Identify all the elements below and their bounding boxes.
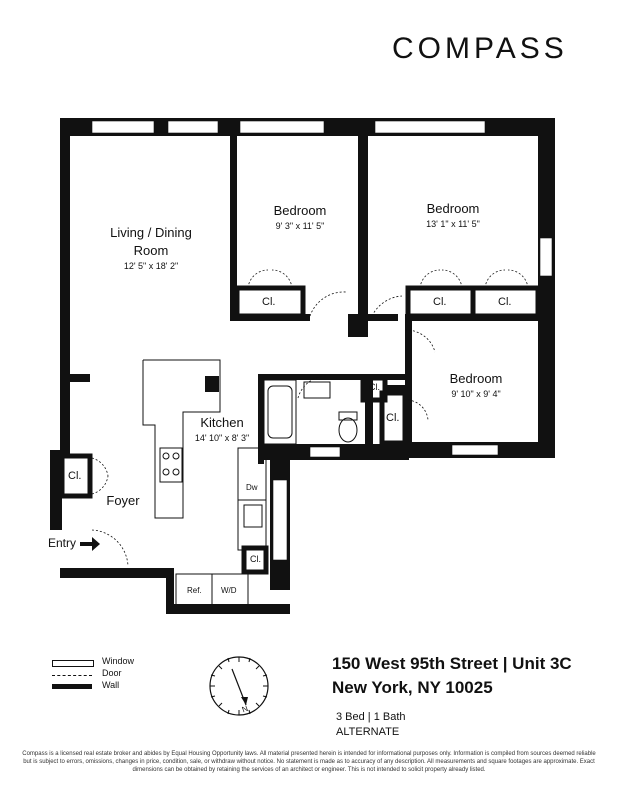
legend-door-swatch: [52, 675, 92, 676]
address-line-2: New York, NY 10025: [332, 678, 493, 697]
compass-logo: COMPASS: [392, 26, 592, 66]
room-bedroom-1-dims: 9' 3" x 11' 5": [275, 221, 325, 231]
north-arrow-icon: N: [208, 655, 270, 717]
room-bedroom-3-name: Bedroom: [449, 371, 503, 386]
room-living-dining: Living / Dining Room 12' 5" x 18' 2": [96, 224, 206, 273]
room-foyer: Foyer: [98, 492, 148, 510]
closet-label: Cl.: [433, 296, 447, 308]
room-living-name-line1: Living / Dining: [110, 225, 192, 240]
closet-label: Cl.: [262, 296, 276, 308]
room-bedroom-3: Bedroom 9' 10" x 9' 4": [426, 370, 526, 401]
legend-window-label: Window: [102, 656, 135, 666]
room-bedroom-1-name: Bedroom: [273, 203, 327, 218]
compass-logo-text: COMPASS: [392, 32, 568, 65]
room-kitchen: Kitchen 14' 10" x 8' 3": [172, 414, 272, 445]
room-foyer-name: Foyer: [106, 493, 140, 508]
washer-dryer-label: W/D: [221, 586, 237, 595]
floor-plan: [50, 118, 555, 614]
closet-label: Cl.: [68, 470, 82, 482]
listing-address: 150 West 95th Street | Unit 3C New York,…: [332, 652, 572, 700]
room-bedroom-2-dims: 13' 1" x 11' 5": [426, 219, 480, 229]
legend: Window Door Wall: [52, 654, 152, 694]
closet-label: Cl.: [250, 554, 261, 564]
legend-wall-swatch: [52, 684, 92, 689]
closet-label: Cl.: [498, 296, 512, 308]
address-line-1: 150 West 95th Street | Unit 3C: [332, 654, 572, 673]
entry-label: Entry: [48, 536, 77, 550]
room-bedroom-2: Bedroom 13' 1" x 11' 5": [403, 200, 503, 231]
room-kitchen-name: Kitchen: [200, 415, 244, 430]
legend-wall-label: Wall: [102, 680, 120, 690]
room-bedroom-3-dims: 9' 10" x 9' 4": [451, 389, 501, 399]
room-living-dims: 12' 5" x 18' 2": [123, 261, 179, 271]
disclaimer-text: Compass is a licensed real estate broker…: [22, 751, 596, 773]
listing-meta: 3 Bed | 1 Bath ALTERNATE: [336, 710, 406, 740]
closet-label: Cl.: [369, 382, 380, 392]
north-label: N: [241, 704, 250, 715]
dishwasher-label: Dw: [246, 483, 258, 492]
room-bedroom-2-name: Bedroom: [426, 201, 480, 216]
room-bedroom-1: Bedroom 9' 3" x 11' 5": [250, 202, 350, 233]
room-living-name-line2: Room: [133, 243, 169, 258]
beds-baths: 3 Bed | 1 Bath: [336, 711, 406, 723]
refrigerator-label: Ref.: [187, 586, 202, 595]
closet-label: Cl.: [386, 412, 400, 424]
plan-variant: ALTERNATE: [336, 726, 400, 738]
legend-window-swatch: [52, 660, 94, 667]
legend-door-label: Door: [102, 668, 122, 678]
room-kitchen-dims: 14' 10" x 8' 3": [194, 433, 250, 443]
